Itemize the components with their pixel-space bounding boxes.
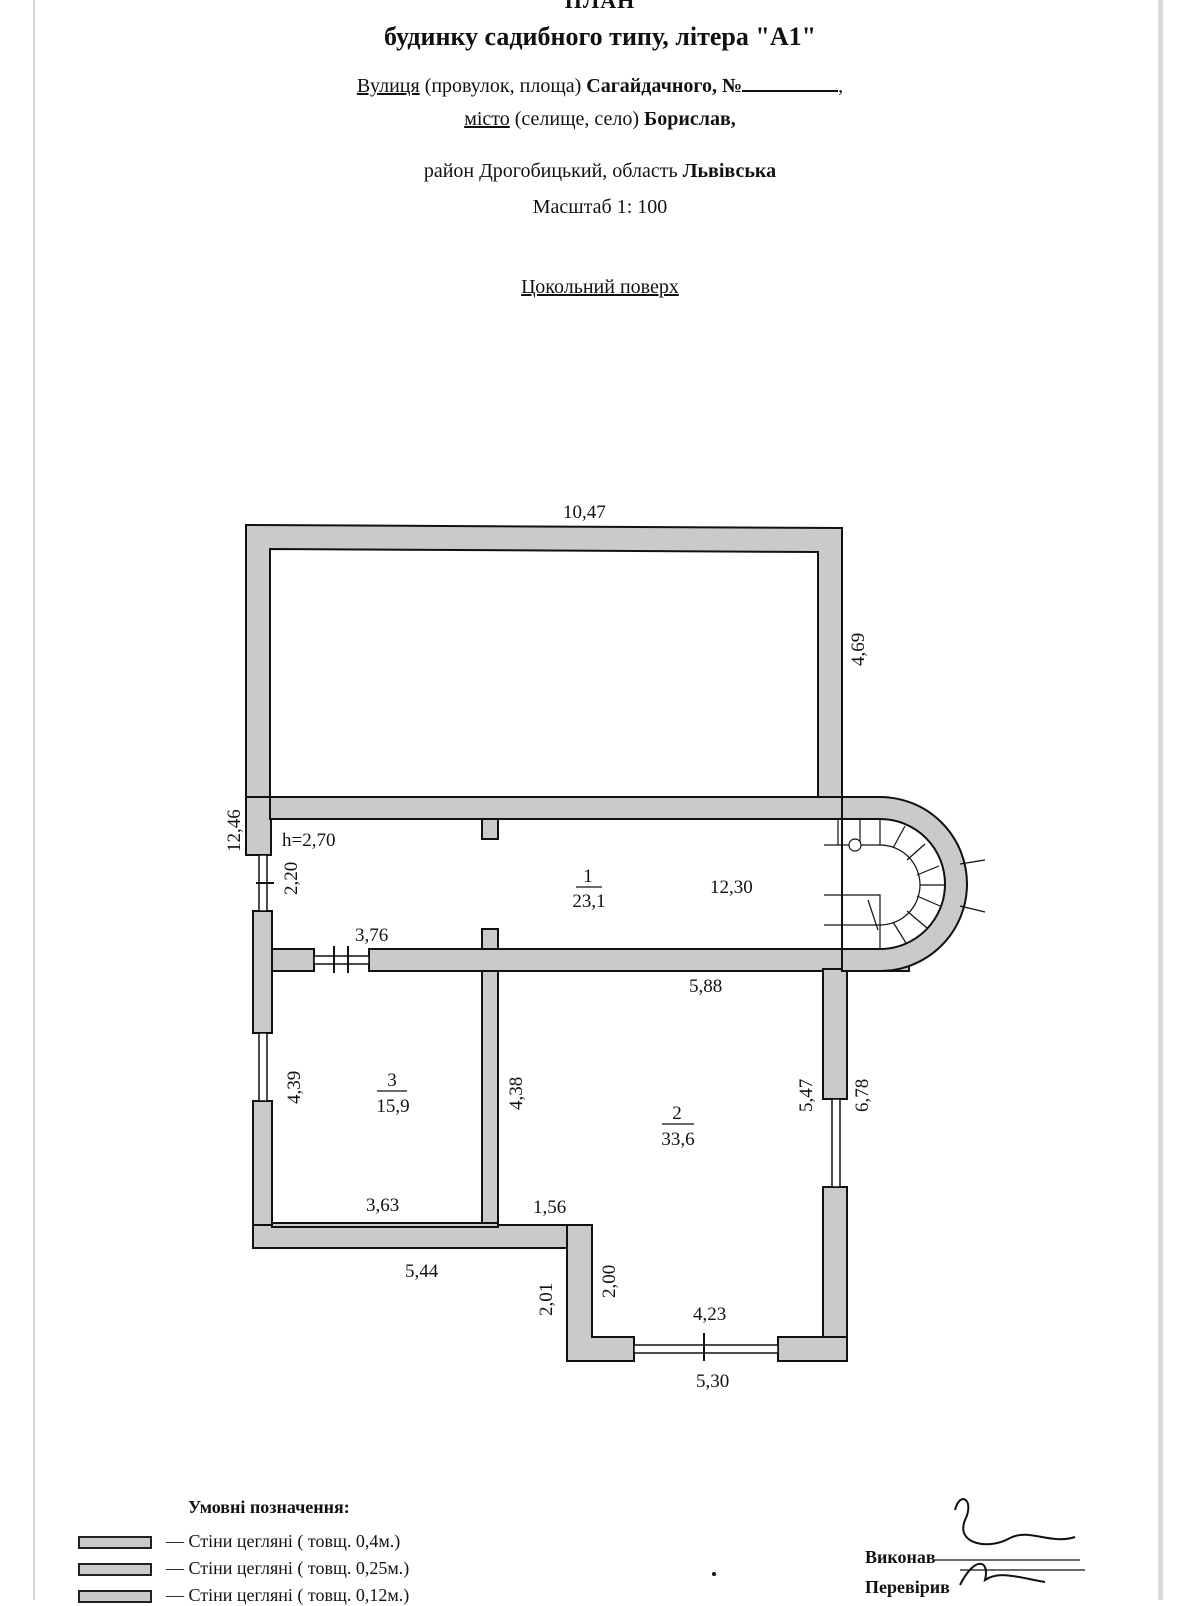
- dim-step-inner: 2,00: [599, 1265, 620, 1298]
- dim-bottom-left: 5,44: [405, 1261, 439, 1282]
- room-number: 3: [387, 1070, 397, 1091]
- city-label: місто: [464, 108, 510, 130]
- wall-corridor-bottom: [368, 948, 910, 972]
- wall-corridor-bottom-left: [271, 948, 315, 972]
- stair-post: [848, 838, 862, 852]
- document-subtitle: будинку садибного типу, літера "А1": [383, 22, 817, 51]
- wall-left-upper: [245, 796, 272, 856]
- dim-room2-right-outer: 6,78: [852, 1079, 873, 1112]
- city-name: Борислав,: [644, 108, 736, 130]
- wall-room3-bottom: [271, 1222, 499, 1228]
- room-area: 15,9: [376, 1096, 409, 1117]
- dim-room2-top: 5,88: [689, 976, 722, 997]
- floor-label: Цокольний поверх: [0, 276, 1200, 299]
- door-corridor: [313, 955, 370, 965]
- staircase: [824, 819, 986, 949]
- wall-corridor-pier: [481, 818, 499, 840]
- dim-bottom-inner: 4,23: [693, 1304, 726, 1325]
- address-region-line: район Дрогобицький, область Львівська: [0, 160, 1200, 183]
- wall-bottom-right: [777, 1336, 848, 1362]
- stray-dot: [712, 1572, 716, 1576]
- dim-top-width: 10,47: [563, 502, 606, 523]
- sheet-border: [33, 0, 35, 1600]
- wall-room2-right-upper: [822, 968, 848, 1100]
- stair-step-10: [892, 921, 907, 944]
- legend-item-text: — Стіни цегляні ( товщ. 0,25м.): [166, 1558, 410, 1578]
- dim-upper-right: 4,69: [848, 633, 869, 666]
- dim-left-total: 12,46: [224, 809, 245, 852]
- address-city-line: місто (селище, село) Борислав,: [0, 108, 1200, 131]
- wall-room2-right-lower: [822, 1186, 848, 1362]
- wall-room3-right: [481, 970, 499, 1226]
- dim-corridor-partition: 3,76: [355, 925, 388, 946]
- room-area: 23,1: [572, 891, 605, 912]
- stair-step-6: [916, 865, 940, 876]
- room-label-3: 3 15,9: [376, 1070, 409, 1117]
- legend-item-text: — Стіни цегляні ( товщ. 0,4м.): [166, 1531, 401, 1551]
- legend-item: — Стіни цегляні ( товщ. 0,25м.): [78, 1558, 409, 1579]
- dim-room3-bottom: 3,63: [366, 1195, 399, 1216]
- room-label-1: 1 23,1: [572, 866, 605, 912]
- street-label: Вулиця: [356, 75, 420, 97]
- wall-bottom-left: [252, 1224, 593, 1249]
- window-bottom: [633, 1344, 779, 1354]
- legend-swatch: [78, 1536, 152, 1550]
- signature-checked-label: Перевірив: [865, 1577, 950, 1597]
- dim-step-outer: 2,01: [536, 1283, 557, 1316]
- dim-room2-right-inner: 5,47: [796, 1079, 817, 1112]
- signature-marks: [935, 1498, 1085, 1586]
- legend-item: — Стіни цегляні ( товщ. 0,12м.): [78, 1585, 409, 1606]
- scale-label: Масштаб 1: 100: [532, 196, 668, 218]
- wall-left-middle: [252, 910, 273, 1034]
- city-alt: (селище, село): [509, 108, 645, 130]
- stair-step-5: [906, 843, 926, 861]
- floor-label-text: Цокольний поверх: [521, 276, 679, 298]
- dim-bottom-outer: 5,30: [696, 1371, 729, 1392]
- signature-performed: [954, 1498, 1076, 1546]
- wall-corridor-pier-lower: [481, 928, 499, 950]
- region-text: район Дрогобицький, область: [423, 160, 683, 182]
- room-number: 2: [672, 1103, 682, 1124]
- street-number-blank: [742, 74, 839, 92]
- dim-height: h=2,70: [282, 830, 335, 851]
- stair-step-4: [892, 825, 906, 849]
- legend-title: Умовні позначення:: [188, 1497, 350, 1517]
- legend-item-text: — Стіни цегляні ( товщ. 0,12м.): [166, 1585, 410, 1605]
- stair-landing: [824, 894, 881, 949]
- room-area: 33,6: [661, 1129, 694, 1150]
- window-left-lower: [258, 1032, 268, 1102]
- signature-checked: [959, 1562, 1046, 1586]
- dim-left-opening: 2,20: [281, 862, 302, 895]
- page-edge: [1158, 0, 1163, 1600]
- dim-step-top: 1,56: [533, 1197, 566, 1218]
- document-title: ПЛАН: [564, 0, 636, 13]
- signature-performed-label: Виконав: [865, 1547, 936, 1567]
- legend-swatch: [78, 1563, 152, 1577]
- wall-upper-room: [245, 523, 843, 798]
- legend-item: — Стіни цегляні ( товщ. 0,4м.): [78, 1531, 400, 1552]
- wall-corridor-top: [269, 796, 843, 820]
- dim-room3-left: 4,39: [284, 1071, 305, 1104]
- oblast-name: Львівська: [682, 160, 777, 182]
- street-alt: (провулок, площа): [419, 75, 587, 97]
- legend-swatch: [78, 1590, 152, 1604]
- room-label-2: 2 33,6: [661, 1103, 694, 1150]
- wall-stair-round: [841, 796, 968, 972]
- wall-curve-mark-b: [959, 905, 986, 913]
- dim-room2-left: 4,38: [506, 1077, 527, 1110]
- stair-step-8: [916, 895, 941, 907]
- street-name: Сагайдачного, №: [586, 75, 743, 97]
- window-room2-right: [831, 1098, 841, 1188]
- stair-step-9: [906, 910, 928, 929]
- room-number: 1: [583, 866, 593, 887]
- address-street-line: Вулиця (провулок, площа) Сагайдачного, №…: [356, 74, 844, 97]
- stair-inner-arc: [879, 844, 921, 926]
- wall-step: [566, 1224, 635, 1362]
- wall-curve-mark-a: [959, 859, 986, 865]
- dim-corridor-length: 12,30: [710, 877, 753, 898]
- stair-arrow: [867, 899, 879, 931]
